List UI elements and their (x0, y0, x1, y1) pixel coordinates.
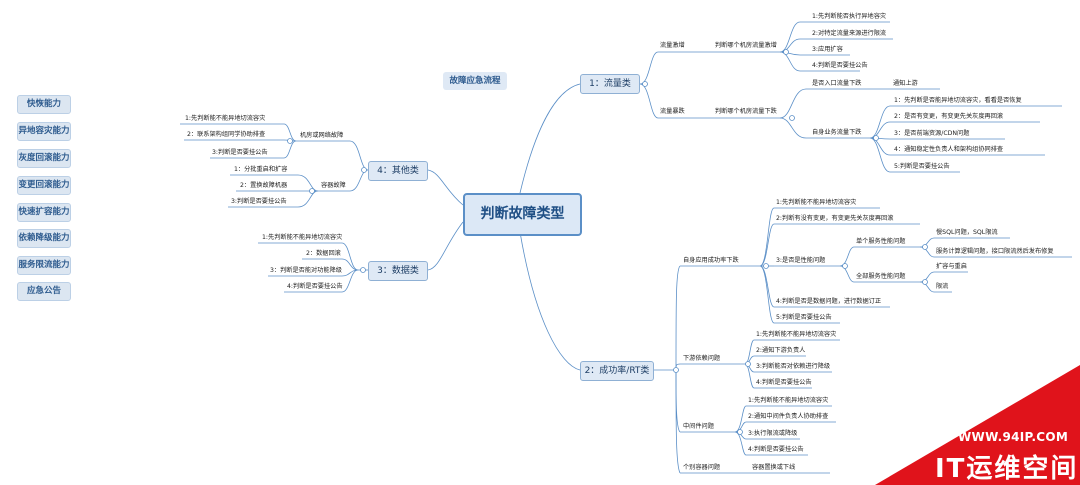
drop-item: 1：先判断是否能异地切流容灾，看看是否恢复 (894, 97, 1022, 104)
downstream-item: 1:先判断能不能异地切流容灾 (756, 331, 837, 338)
watermark-name: IT运维空间 (935, 454, 1079, 484)
all-perf-item: 限流 (936, 283, 949, 290)
ability-item: 依赖降级能力 (17, 229, 71, 248)
middleware-item: 3:执行限流或降级 (748, 430, 798, 437)
network-item: 1:先判断能不能异地切流容灾 (185, 115, 266, 122)
surge-item: 3:应用扩容 (812, 46, 843, 53)
root-node[interactable]: 判断故障类型 (463, 193, 582, 236)
self-app-item: 5:判断是否要挂公告 (776, 314, 832, 321)
self-app-label: 自身应用成功率下跌 (683, 257, 739, 264)
single-perf-label: 单个服务性能问题 (856, 238, 906, 245)
self-app-item: 4:判断是否是数据问题，进行数据订正 (776, 298, 882, 305)
surge-item: 4:判断是否要挂公告 (812, 62, 868, 69)
drop-item: 5:判断是否要挂公告 (894, 163, 950, 170)
drop-item: 2：是否有变更，有变更先关灰度再回滚 (894, 113, 1004, 120)
network-item: 3:判断是否要挂公告 (212, 149, 268, 156)
container-fault-item: 3:判断是否要挂公告 (231, 198, 287, 205)
container-issue-item: 容器置换或下线 (752, 464, 796, 471)
ability-item: 变更回滚能力 (17, 176, 71, 195)
downstream-item: 4:判断是否要挂公告 (756, 379, 812, 386)
data-item: 1:先判断能不能异地切流容灾 (262, 234, 343, 241)
drop-item: 4：通知稳定性负责人和架构组协同排查 (894, 146, 1004, 153)
data-item: 4:判断是否要挂公告 (287, 283, 343, 290)
ability-item: 灰度回滚能力 (17, 149, 71, 168)
middleware-item: 2:通知中间件负责人协助排查 (748, 413, 829, 420)
container-fault-label: 容器故障 (321, 182, 346, 189)
network-item: 2：联系架构组同学协助排查 (187, 131, 266, 138)
self-app-item: 1:先判断能不能异地切流容灾 (776, 199, 857, 206)
ability-item: 异地容灾能力 (17, 122, 71, 141)
drop-entry-item: 通知上游 (893, 80, 918, 87)
ability-item: 服务限流能力 (17, 256, 71, 275)
branch-traffic[interactable]: 1：流量类 (580, 74, 640, 94)
surge-item: 1:先判断能否执行异地容灾 (812, 13, 887, 20)
container-fault-item: 2：置换故障机器 (240, 182, 288, 189)
single-perf-item: 服务计算逻辑问题，接口限流然后发布修复 (936, 248, 1054, 255)
drop-label: 流量暴跌 (660, 108, 685, 115)
middleware-label: 中间件问题 (683, 423, 714, 430)
downstream-label: 下游依赖问题 (683, 355, 721, 362)
data-item: 3：判断是否能对功能降级 (270, 267, 342, 274)
all-perf-label: 全部服务性能问题 (856, 273, 906, 280)
single-perf-item: 慢SQL问题，SQL限流 (936, 229, 998, 236)
downstream-item: 2:通知下游负责人 (756, 347, 806, 354)
ability-item: 应急公告 (17, 282, 71, 301)
self-app-item: 3:是否是性能问题 (776, 257, 826, 264)
middleware-item: 1:先判断能不能异地切流容灾 (748, 397, 829, 404)
middleware-item: 4:判断是否要挂公告 (748, 446, 804, 453)
watermark-triangle (875, 365, 1080, 485)
network-label: 机房或网络故障 (300, 132, 344, 139)
branch-other[interactable]: 4：其他类 (368, 161, 428, 181)
data-item: 2：数据回滚 (306, 250, 341, 257)
ability-item: 快恢能力 (17, 95, 71, 114)
branch-success-rate[interactable]: 2：成功率/RT类 (580, 361, 654, 381)
surge-label: 流量激增 (660, 42, 685, 49)
self-app-item: 2:判断有没有变更，有变更先关灰度再回滚 (776, 215, 894, 222)
surge-mid: 判断哪个机房流量激增 (715, 42, 777, 49)
ability-item: 快速扩容能力 (17, 203, 71, 222)
container-issue-label: 个别容器问题 (683, 464, 721, 471)
all-perf-item: 扩容与重启 (936, 263, 967, 270)
drop-self: 自身业务流量下跌 (812, 129, 862, 136)
branch-data[interactable]: 3：数据类 (368, 261, 428, 281)
container-fault-item: 1：分批重启和扩容 (234, 166, 288, 173)
drop-mid: 判断哪个机房流量下跌 (715, 108, 777, 115)
surge-item: 2:对特定流量来源进行限流 (812, 30, 887, 37)
watermark-url: WWW.94IP.COM (958, 430, 1069, 444)
drop-entry: 是否入口流量下跌 (812, 80, 862, 87)
flow-title: 故障应急流程 (443, 72, 507, 90)
downstream-item: 3:判断能否对依赖进行降级 (756, 363, 831, 370)
drop-item: 3：是否前端资源/CDN问题 (894, 130, 970, 137)
